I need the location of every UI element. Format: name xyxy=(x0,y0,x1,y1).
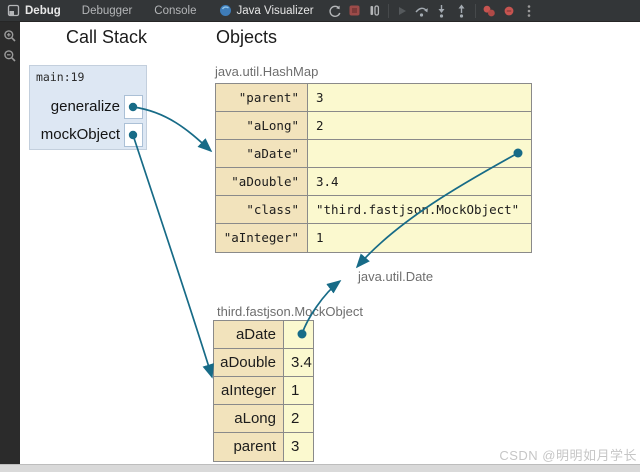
debug-window-title: Debug xyxy=(25,4,61,17)
mockobject-value: 3.4 xyxy=(284,349,313,376)
stop-icon[interactable] xyxy=(345,0,365,22)
debug-toolbar: Debug Debugger Console Java Visualizer xyxy=(0,0,640,22)
more-options-icon[interactable] xyxy=(519,0,539,22)
pause-icon[interactable] xyxy=(365,0,385,22)
table-row: "parent" 3 xyxy=(216,84,531,112)
mockobject-field: aDouble xyxy=(214,349,284,376)
table-row: aDate xyxy=(214,321,313,349)
toolbar-separator xyxy=(387,3,389,18)
mockobject-table: aDate aDouble 3.4 aInteger 1 aLong 2 par… xyxy=(213,320,314,462)
zoom-in-icon[interactable] xyxy=(0,26,20,46)
hashmap-key: "class" xyxy=(216,196,308,223)
table-row: "aDouble" 3.4 xyxy=(216,168,531,196)
csdn-watermark: CSDN @明明如月学长 xyxy=(499,448,637,463)
arrow-mockobject-to-mockobject-table xyxy=(132,134,214,379)
hashmap-type-label: java.util.HashMap xyxy=(215,64,319,79)
zoom-out-icon[interactable] xyxy=(0,46,20,66)
table-row: parent 3 xyxy=(214,433,313,461)
hashmap-value: 3.4 xyxy=(308,168,531,195)
hashmap-key: "aLong" xyxy=(216,112,308,139)
table-row: aDouble 3.4 xyxy=(214,349,313,377)
stack-var-mockobject: mockObject xyxy=(40,126,120,143)
tab-console[interactable]: Console xyxy=(154,4,197,17)
resume-disabled-icon[interactable] xyxy=(392,0,412,22)
mute-breakpoints-icon[interactable] xyxy=(479,0,499,22)
table-row: "aDate" xyxy=(216,140,531,168)
java-visualizer-canvas: Call Stack Objects main:19 generalize mo… xyxy=(20,22,640,464)
mockobject-value: 3 xyxy=(284,433,313,461)
rerun-icon[interactable] xyxy=(325,0,345,22)
view-breakpoints-icon[interactable] xyxy=(499,0,519,22)
visualizer-side-strip xyxy=(0,22,20,464)
tab-java-visualizer-label: Java Visualizer xyxy=(236,4,314,17)
mockobject-field: parent xyxy=(214,433,284,461)
objects-title: Objects xyxy=(216,27,278,47)
java-visualizer-icon xyxy=(219,5,231,16)
mockobject-value: 2 xyxy=(284,405,313,432)
table-row: aInteger 1 xyxy=(214,377,313,405)
pointer-source-cell xyxy=(284,321,313,348)
hashmap-key: "aDouble" xyxy=(216,168,308,195)
hashmap-key: "parent" xyxy=(216,84,308,111)
hashmap-value: 1 xyxy=(308,224,531,252)
hashmap-key: "aDate" xyxy=(216,140,308,167)
table-row: "class" "third.fastjson.MockObject" xyxy=(216,196,531,224)
pointer-source-cell xyxy=(308,140,531,167)
mockobject-field: aDate xyxy=(214,321,284,348)
hashmap-value: "third.fastjson.MockObject" xyxy=(308,196,531,223)
mockobject-type-label: third.fastjson.MockObject xyxy=(217,304,363,319)
table-row: "aInteger" 1 xyxy=(216,224,531,252)
toolbar-separator xyxy=(474,3,476,18)
table-row: aLong 2 xyxy=(214,405,313,433)
call-stack-title: Call Stack xyxy=(66,27,148,47)
pointer-cell-generalize xyxy=(124,95,143,119)
debug-tool-icon xyxy=(7,4,20,17)
date-object-label: java.util.Date xyxy=(358,269,434,284)
mockobject-field: aLong xyxy=(214,405,284,432)
window-bottom-edge xyxy=(0,464,640,472)
tab-debugger[interactable]: Debugger xyxy=(81,4,133,17)
step-out-icon[interactable] xyxy=(452,0,472,22)
mockobject-field: aInteger xyxy=(214,377,284,404)
pointer-cell-mockobject xyxy=(124,123,143,147)
table-row: "aLong" 2 xyxy=(216,112,531,140)
tab-java-visualizer[interactable]: Java Visualizer xyxy=(208,0,325,22)
hashmap-value: 3 xyxy=(308,84,531,111)
hashmap-table: "parent" 3 "aLong" 2 "aDate" "aDouble" 3… xyxy=(215,83,532,253)
debug-tool-tab[interactable]: Debug xyxy=(0,4,71,17)
step-into-icon[interactable] xyxy=(432,0,452,22)
mockobject-value: 1 xyxy=(284,377,313,404)
stack-var-generalize: generalize xyxy=(50,98,120,115)
hashmap-value: 2 xyxy=(308,112,531,139)
stack-frame-label: main:19 xyxy=(36,70,85,84)
hashmap-key: "aInteger" xyxy=(216,224,308,252)
step-over-icon[interactable] xyxy=(412,0,432,22)
